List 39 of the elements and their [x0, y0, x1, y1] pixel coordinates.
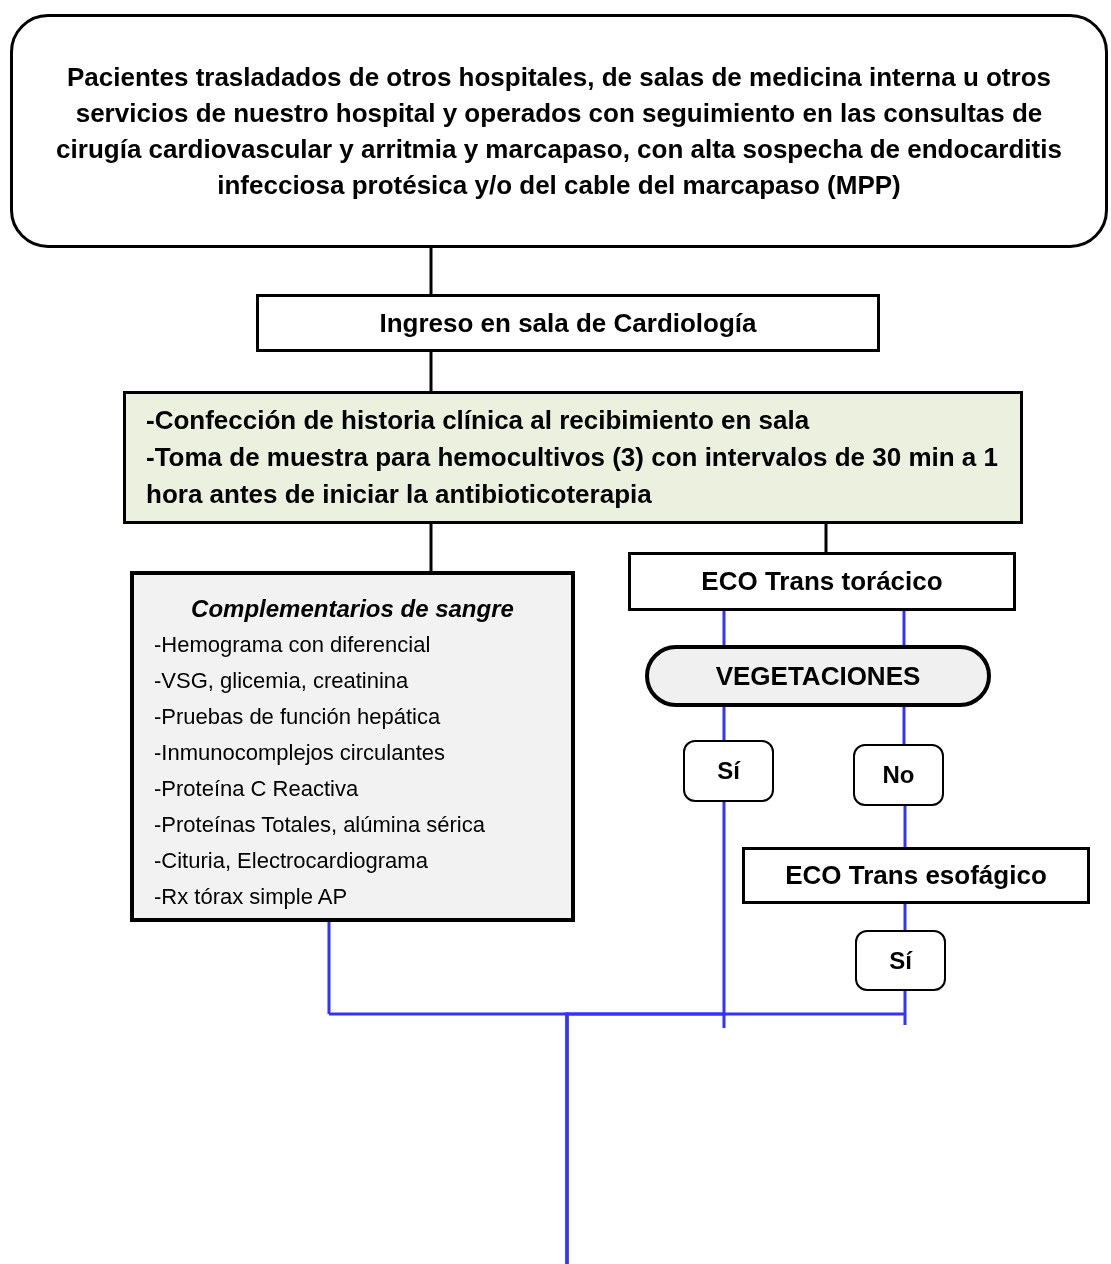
- connector-line: [722, 707, 726, 740]
- process-box: [256, 294, 880, 352]
- start-box: [10, 14, 1108, 248]
- node-text: Pacientes trasladados de otros hospitales, de salas de medicina interna u otros servicios de nuestro hospital y operados con seguimiento en las consultas de cirugía cardiovascular y arritmia y marcapaso, con alta sospecha de endocarditis infecciosa protésica y/o del cable del marcapaso (MPP): [55, 61, 1063, 202]
- node-text: Ingreso en sala de Cardiología: [379, 306, 757, 340]
- list-item: -Proteínas Totales, alúmina sérica: [154, 811, 486, 839]
- connector-line: [429, 352, 433, 391]
- answer-box: [853, 744, 944, 806]
- process-box: [742, 847, 1090, 904]
- answer-box: [855, 930, 946, 991]
- list-item: -Cituria, Electrocardiograma: [154, 847, 429, 875]
- connector-line: [824, 524, 828, 552]
- list-box: [130, 571, 575, 922]
- node-text: -Confección de historia clínica al recibimiento en sala: [146, 404, 811, 437]
- connector-line: [903, 904, 907, 930]
- list-item: -Hemograma con diferencial: [154, 631, 432, 659]
- node-text: Sí: [717, 756, 740, 786]
- node-text: -Toma de muestra para hemocultivos (3) con intervalos de 30 min a 1 hora antes de iniciar la antibioticoterapia: [146, 441, 999, 511]
- list-item: -Inmunocomplejos circulantes: [154, 739, 447, 767]
- connector-line: [902, 707, 906, 744]
- connector-line: [429, 248, 433, 294]
- connector-line: [429, 524, 433, 571]
- list-item: -Pruebas de función hepática: [154, 703, 442, 731]
- node-text: ECO Trans torácico: [701, 565, 943, 598]
- list-heading: Complementarios de sangre: [190, 594, 515, 624]
- connector-line: [722, 611, 726, 645]
- connector-line: [565, 989, 907, 1264]
- list-item: -VSG, glicemia, creatinina: [154, 667, 410, 695]
- connector-line: [902, 611, 906, 645]
- node-text: ECO Trans esofágico: [785, 859, 1047, 892]
- answer-box: [683, 740, 774, 802]
- connector-line: [903, 806, 907, 847]
- node-text: Sí: [889, 945, 912, 976]
- process-box: [628, 552, 1016, 611]
- node-text: No: [882, 760, 915, 790]
- list-item: -Proteína C Reactiva: [154, 775, 360, 803]
- process-box: [123, 391, 1023, 524]
- node-text: VEGETACIONES: [715, 659, 921, 693]
- list-item: -Rx tórax simple AP: [154, 883, 349, 911]
